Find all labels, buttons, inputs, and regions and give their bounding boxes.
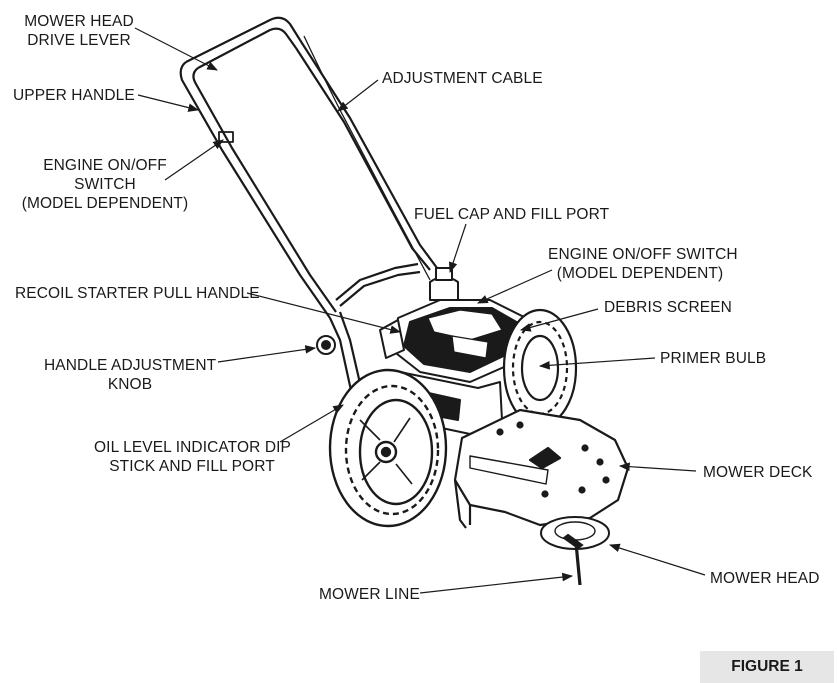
label-engine-switch-right: ENGINE ON/OFF SWITCH (MODEL DEPENDENT) xyxy=(548,245,738,283)
label-upper-handle: UPPER HANDLE xyxy=(13,87,135,104)
label-primer-bulb: PRIMER BULB xyxy=(660,350,767,367)
label-line: SWITCH xyxy=(74,176,136,193)
label-line: MOWER HEAD xyxy=(24,13,134,30)
label-debris-screen: DEBRIS SCREEN xyxy=(604,299,732,316)
label-mower-line: MOWER LINE xyxy=(319,586,420,603)
label-mower-deck: MOWER DECK xyxy=(703,464,813,481)
right-wheel xyxy=(502,308,578,428)
label-fuel-cap: FUEL CAP AND FILL PORT xyxy=(414,206,610,223)
figure-caption-box: FIGURE 1 xyxy=(700,651,834,683)
leader-adjustment-cable xyxy=(337,79,379,112)
leader-recoil-starter xyxy=(246,292,402,334)
label-line: DRIVE LEVER xyxy=(27,32,131,49)
label-line: ENGINE ON/OFF SWITCH xyxy=(548,246,738,263)
leader-mower-head xyxy=(608,543,706,576)
label-line: STICK AND FILL PORT xyxy=(109,458,275,475)
label-mower-head-drive-lever: MOWER HEAD DRIVE LEVER xyxy=(20,12,138,50)
label-line: OIL LEVEL INDICATOR DIP xyxy=(94,439,291,456)
label-line: ENGINE ON/OFF xyxy=(43,157,167,174)
label-recoil-starter: RECOIL STARTER PULL HANDLE xyxy=(15,285,260,302)
left-wheel xyxy=(328,368,448,528)
leader-mower-line xyxy=(419,572,574,594)
label-oil-level: OIL LEVEL INDICATOR DIP STICK AND FILL P… xyxy=(94,438,291,476)
label-adjustment-cable: ADJUSTMENT CABLE xyxy=(382,70,543,87)
leader-fuel-cap xyxy=(448,223,467,274)
leader-engine-switch-left xyxy=(164,139,224,181)
label-handle-adjustment-knob: HANDLE ADJUSTMENT KNOB xyxy=(44,356,216,394)
mower-head-part xyxy=(540,516,610,586)
label-line: KNOB xyxy=(107,376,153,393)
leader-mower-head-drive-lever xyxy=(134,27,218,71)
label-line: (MODEL DEPENDENT) xyxy=(556,265,724,282)
mower-deck xyxy=(453,408,630,529)
label-engine-switch-left: ENGINE ON/OFF SWITCH (MODEL DEPENDENT) xyxy=(20,156,190,213)
leader-mower-deck xyxy=(618,462,697,472)
leader-oil-level xyxy=(279,404,344,443)
handle-frame xyxy=(179,16,441,396)
handle-knob xyxy=(316,335,336,355)
leader-upper-handle xyxy=(137,94,200,112)
leader-handle-adjustment-knob xyxy=(217,345,317,363)
label-line: HANDLE ADJUSTMENT xyxy=(44,357,217,374)
label-mower-head: MOWER HEAD xyxy=(710,570,820,587)
leader-engine-switch-right xyxy=(477,269,553,304)
leader-debris-screen xyxy=(519,308,599,332)
figure-caption: FIGURE 1 xyxy=(731,658,803,675)
leader-lines xyxy=(134,27,706,594)
leader-primer-bulb xyxy=(538,357,656,370)
label-line: (MODEL DEPENDENT) xyxy=(21,195,189,212)
